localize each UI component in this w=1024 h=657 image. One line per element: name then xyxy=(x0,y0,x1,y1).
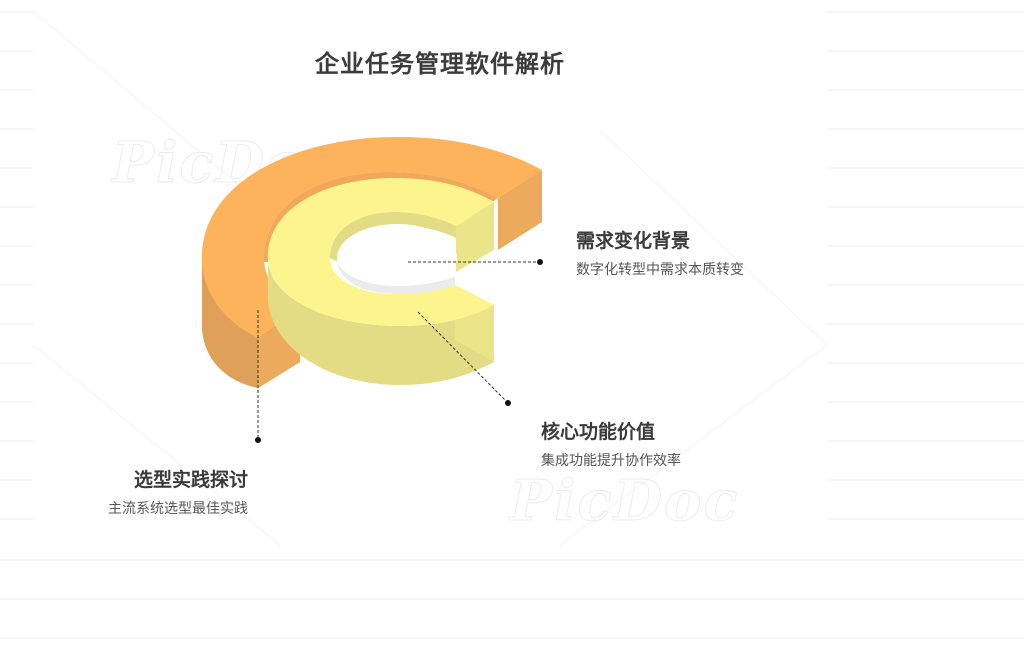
label-title: 需求变化背景 xyxy=(576,230,691,252)
label-need-background: 需求变化背景 数字化转型中需求本质转变 xyxy=(576,226,744,279)
label-title: 选型实践探讨 xyxy=(133,469,248,491)
label-title: 核心功能价值 xyxy=(541,421,656,443)
connector-select xyxy=(255,310,261,443)
label-subtitle: 主流系统选型最佳实践 xyxy=(108,501,248,517)
label-selection-practice: 选型实践探讨 主流系统选型最佳实践 xyxy=(72,465,248,518)
label-subtitle: 集成功能提升协作效率 xyxy=(541,453,681,469)
page-title: 企业任务管理软件解析 xyxy=(315,50,565,78)
label-core-value: 核心功能价值 集成功能提升协作效率 xyxy=(541,417,681,470)
label-subtitle: 数字化转型中需求本质转变 xyxy=(576,262,744,278)
connector-core xyxy=(417,311,511,406)
connector-need xyxy=(408,259,543,265)
inner-ring-segment xyxy=(267,178,494,385)
watermark-text: PicDoc xyxy=(510,468,740,535)
